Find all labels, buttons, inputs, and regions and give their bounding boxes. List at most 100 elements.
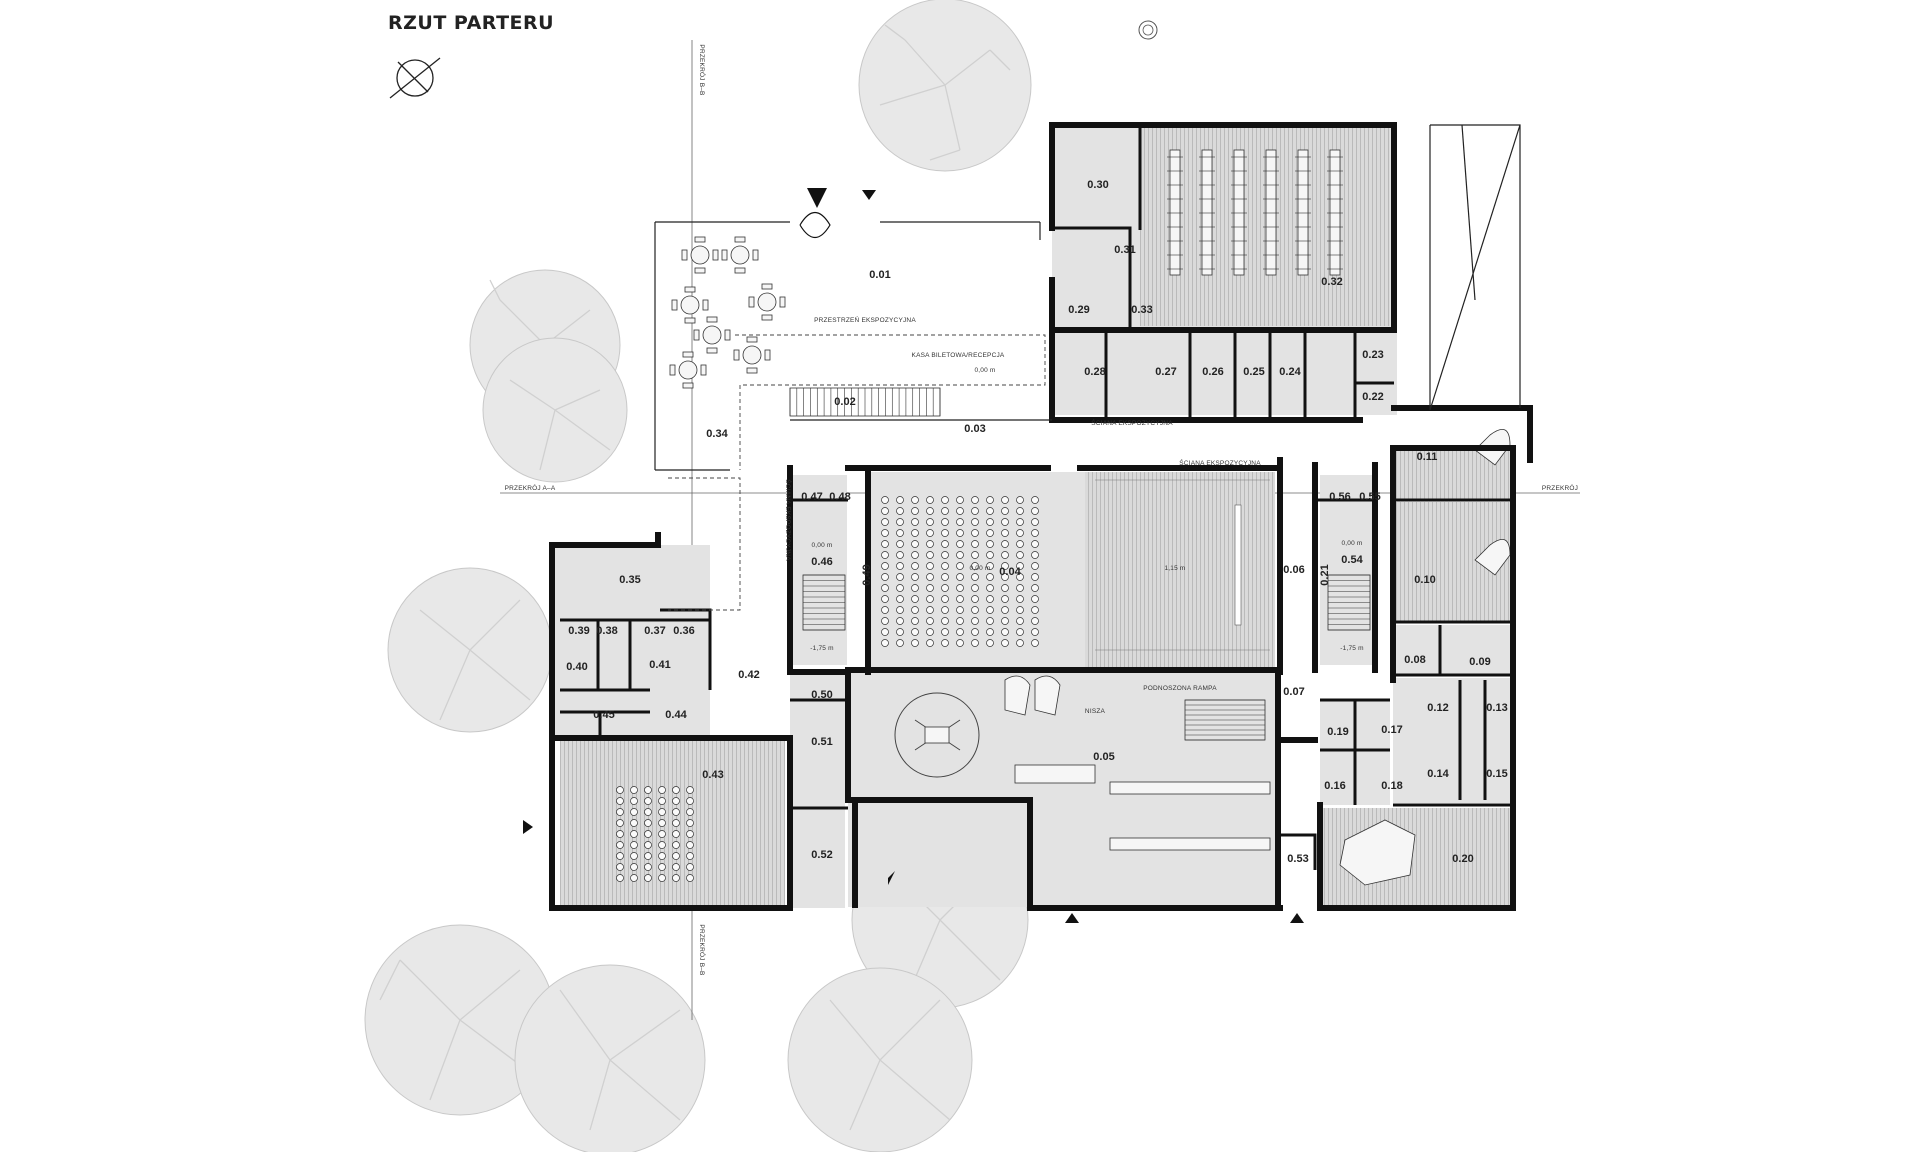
tree-left-3: [387, 567, 553, 733]
seat: [1031, 584, 1039, 592]
raised-ramp-label: PODNOSZONA RAMPA: [1143, 685, 1217, 692]
seat: [986, 518, 994, 526]
workstation-row: [1169, 149, 1181, 276]
seat: [630, 808, 638, 816]
seat: [911, 584, 919, 592]
seat: [971, 595, 979, 603]
seat: [1016, 518, 1024, 526]
seat: [956, 573, 964, 581]
seat: [881, 551, 889, 559]
seat: [971, 639, 979, 647]
seat: [941, 617, 949, 625]
seat: [971, 529, 979, 537]
seat: [1031, 573, 1039, 581]
seat: [616, 797, 624, 805]
room-label: 0.21: [1319, 564, 1331, 585]
seat: [1001, 584, 1009, 592]
section-bb-label-top: PRZEKRÓJ B–B: [698, 44, 707, 95]
seat: [971, 496, 979, 504]
seat: [896, 639, 904, 647]
room-label: 0.08: [1404, 654, 1425, 666]
section-bb-label-bottom: PRZEKRÓJ B–B: [698, 924, 707, 975]
seat: [911, 595, 919, 603]
seat: [896, 606, 904, 614]
seat: [616, 786, 624, 794]
seat: [644, 874, 652, 882]
seat: [1016, 540, 1024, 548]
seat: [686, 819, 694, 827]
seat: [986, 507, 994, 515]
room-label: 0.22: [1362, 391, 1383, 403]
seat: [956, 529, 964, 537]
room-label: 0.51: [811, 736, 832, 748]
seat: [672, 786, 680, 794]
seat: [986, 496, 994, 504]
main-entrance-icon: [807, 188, 827, 208]
seat: [644, 819, 652, 827]
ticket-desk-label: KASA BILETOWA/RECEPCJA: [912, 352, 1005, 359]
room-label: 0.41: [649, 659, 670, 671]
seat: [986, 628, 994, 636]
seat: [1001, 595, 1009, 603]
seat: [630, 819, 638, 827]
exhibition-wall-label: ŚCIANA EKSPOZYCYJNA: [1179, 458, 1261, 467]
seat: [986, 639, 994, 647]
seat: [896, 584, 904, 592]
room-label: 0.26: [1202, 366, 1223, 378]
room-label: 0.28: [1084, 366, 1105, 378]
stage-floor: [1095, 479, 1270, 651]
seat: [686, 841, 694, 849]
seat: [1016, 496, 1024, 504]
seat: [1031, 496, 1039, 504]
seat: [971, 584, 979, 592]
tree-bottom-2: [514, 964, 706, 1152]
seat: [941, 496, 949, 504]
table-0-20: [1339, 819, 1416, 886]
seat: [926, 507, 934, 515]
seat: [956, 639, 964, 647]
seat: [926, 496, 934, 504]
room-label: 0.10: [1414, 574, 1435, 586]
room-label: 0.23: [1362, 349, 1383, 361]
seat: [941, 562, 949, 570]
seat: [881, 540, 889, 548]
seat: [1001, 606, 1009, 614]
small-tree-marker: [1138, 20, 1158, 40]
exhibition-wall-label: ŚCIANA EKSPOZYCYJNA: [1091, 418, 1173, 427]
seat: [881, 496, 889, 504]
seat: [1016, 507, 1024, 515]
seat: [896, 540, 904, 548]
entrance-arrow-icon: [888, 871, 895, 885]
seat: [630, 852, 638, 860]
seat: [1031, 529, 1039, 537]
seat: [881, 562, 889, 570]
room-label: 0.40: [566, 661, 587, 673]
seat: [644, 841, 652, 849]
seat: [630, 830, 638, 838]
level-label: 0,00 m: [974, 367, 995, 374]
seat: [644, 863, 652, 871]
seat: [956, 617, 964, 625]
room-label: 0.31: [1114, 244, 1135, 256]
entrance-markers: [523, 188, 1304, 923]
seat: [986, 584, 994, 592]
pianos: [1004, 428, 1511, 716]
seat: [926, 584, 934, 592]
room-label: 0.25: [1243, 366, 1264, 378]
room-label: 0.14: [1427, 768, 1449, 780]
tree-top: [858, 0, 1032, 172]
room-label: 0.34: [706, 428, 728, 440]
seat: [1001, 617, 1009, 625]
seat: [986, 551, 994, 559]
seat: [971, 518, 979, 526]
room-label: 0.56: [1329, 491, 1350, 503]
seat: [616, 863, 624, 871]
seat: [971, 573, 979, 581]
room-label: 0.32: [1321, 276, 1342, 288]
seat: [686, 830, 694, 838]
seat: [956, 606, 964, 614]
seat: [986, 595, 994, 603]
seat: [911, 639, 919, 647]
seat: [911, 551, 919, 559]
stair-outline: [802, 574, 846, 631]
